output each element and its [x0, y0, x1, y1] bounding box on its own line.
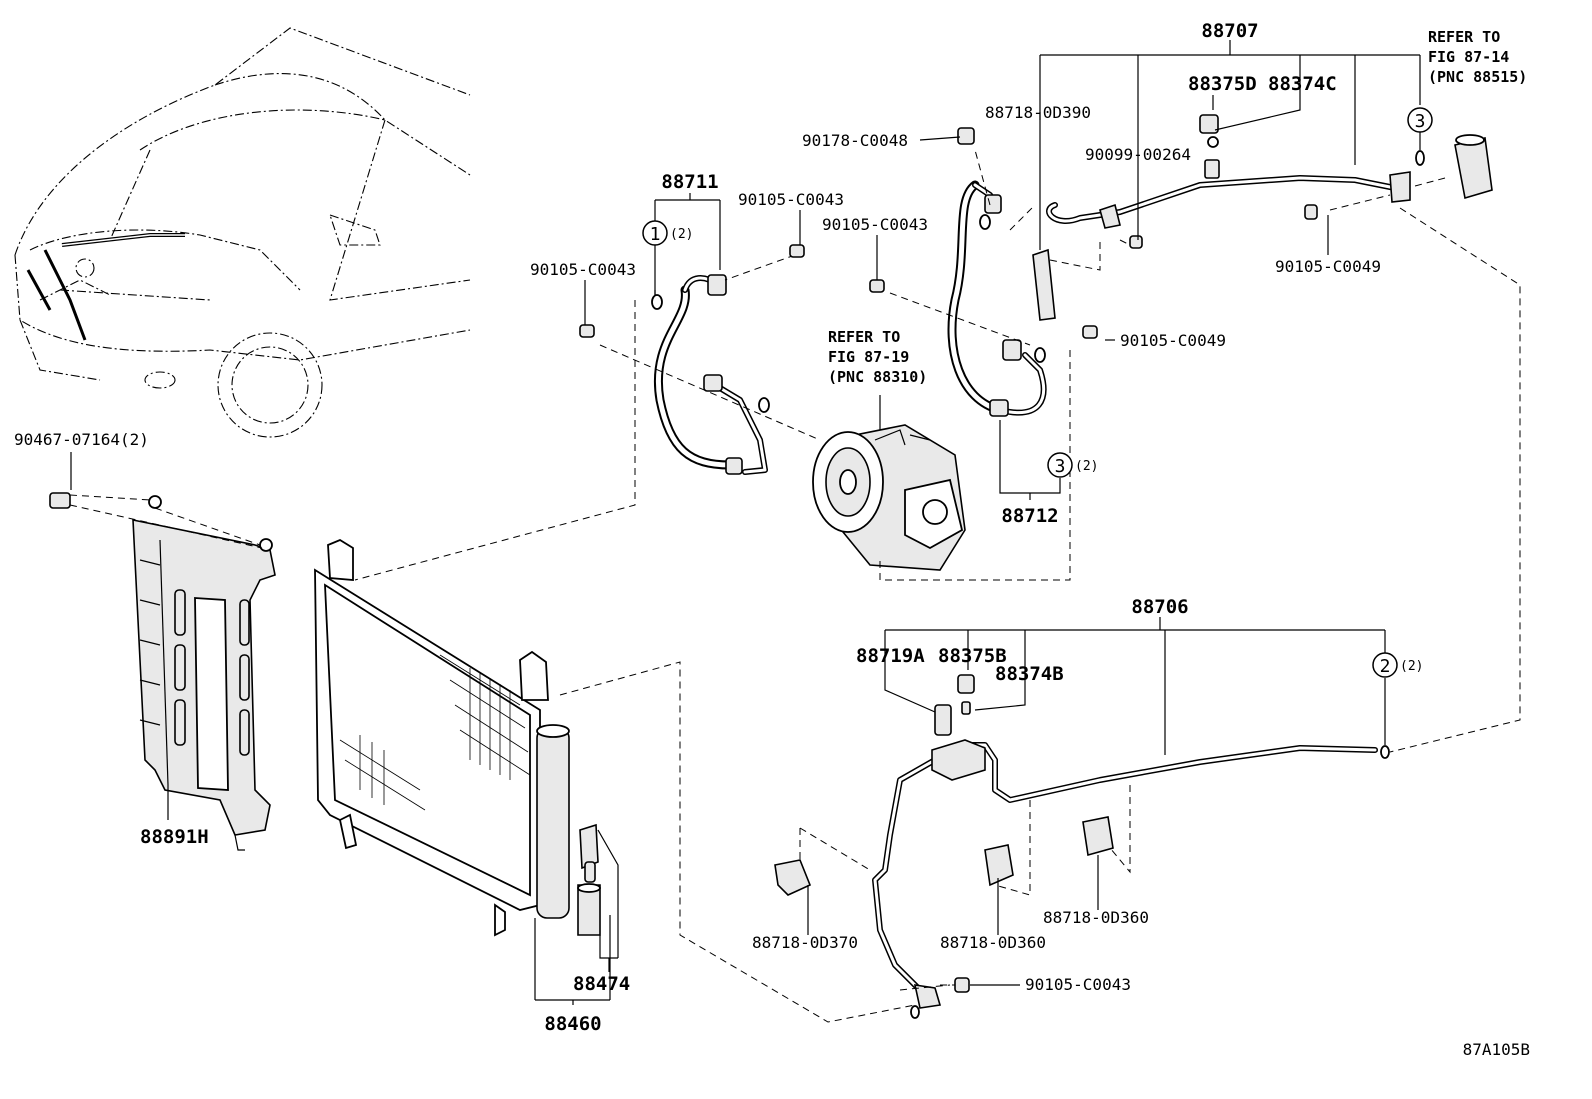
callout-3-top-number: 3: [1415, 111, 1426, 132]
label-88711: 88711: [661, 171, 718, 193]
callout-2-qty: (2): [1400, 659, 1423, 674]
label-88718-0D360-a: 88718-0D360: [940, 933, 1046, 952]
refer-note-1-line2: FIG 87-14: [1428, 48, 1509, 66]
label-90105-C0043-c: 90105-C0043: [530, 260, 636, 279]
callout-3-lower-number: 3: [1055, 456, 1066, 477]
vehicle-outline: [14, 27, 471, 438]
refer-note-1-line1: REFER TO: [1428, 28, 1500, 46]
label-90105-C0043-a: 90105-C0043: [738, 190, 844, 209]
pipe-88706: [774, 617, 1390, 1019]
refer-note-1-line3: (PNC 88515): [1428, 68, 1527, 86]
pipe-88707: [1032, 40, 1493, 339]
label-90099-00264: 90099-00264: [1085, 145, 1191, 164]
fan-shroud-88891H: [49, 452, 276, 851]
callout-2-number: 2: [1380, 656, 1391, 677]
compressor: [812, 395, 966, 571]
label-88374B: 88374B: [995, 663, 1064, 685]
callout-3-top: 3: [1407, 107, 1433, 133]
callout-2: 2 (2): [1372, 652, 1423, 678]
label-88474: 88474: [573, 973, 630, 995]
figure-code: 87A105B: [1463, 1040, 1530, 1059]
hose-88711: [651, 193, 770, 475]
label-88375B: 88375B: [938, 645, 1007, 667]
hose-88712: [947, 127, 1061, 500]
label-88374C: 88374C: [1268, 73, 1337, 95]
label-88718-0D360-b: 88718-0D360: [1043, 908, 1149, 927]
label-90467-07164: 90467-07164(2): [14, 430, 149, 449]
refer-note-fig-87-14: REFER TO FIG 87-14 (PNC 88515): [1428, 28, 1527, 86]
receiver-88474: [577, 823, 619, 972]
callout-3-lower-qty: (2): [1075, 459, 1098, 474]
label-90105-C0043-b: 90105-C0043: [822, 215, 928, 234]
label-90105-C0043-d: 90105-C0043: [1025, 975, 1131, 994]
part-labels: 88707 88375D 88374C 88718-0D390 90178-C0…: [14, 20, 1530, 1059]
label-88706: 88706: [1131, 596, 1188, 618]
bolts: [579, 244, 885, 338]
callout-3-lower: 3 (2): [1047, 452, 1098, 478]
label-88712: 88712: [1001, 505, 1058, 527]
label-90105-C0049-b: 90105-C0049: [1120, 331, 1226, 350]
label-88707: 88707: [1201, 20, 1258, 42]
callout-1-number: 1: [650, 224, 661, 245]
label-88718-0D370: 88718-0D370: [752, 933, 858, 952]
refer-note-fig-87-19: REFER TO FIG 87-19 (PNC 88310): [828, 328, 927, 386]
label-88891H: 88891H: [140, 826, 209, 848]
label-90105-C0049-a: 90105-C0049: [1275, 257, 1381, 276]
leader-lines: [584, 112, 1329, 986]
label-90178-C0048: 90178-C0048: [802, 131, 908, 150]
label-88719A: 88719A: [856, 645, 925, 667]
callout-1: 1 (2): [642, 220, 693, 246]
refer-note-2-line2: FIG 87-19: [828, 348, 909, 366]
label-88460: 88460: [544, 1013, 601, 1035]
refer-note-2-line1: REFER TO: [828, 328, 900, 346]
refer-note-2-line3: (PNC 88310): [828, 368, 927, 386]
condenser-88460: [314, 538, 611, 1005]
label-88718-0D390: 88718-0D390: [985, 103, 1091, 122]
callout-1-qty: (2): [670, 227, 693, 242]
label-88375D: 88375D: [1188, 73, 1257, 95]
